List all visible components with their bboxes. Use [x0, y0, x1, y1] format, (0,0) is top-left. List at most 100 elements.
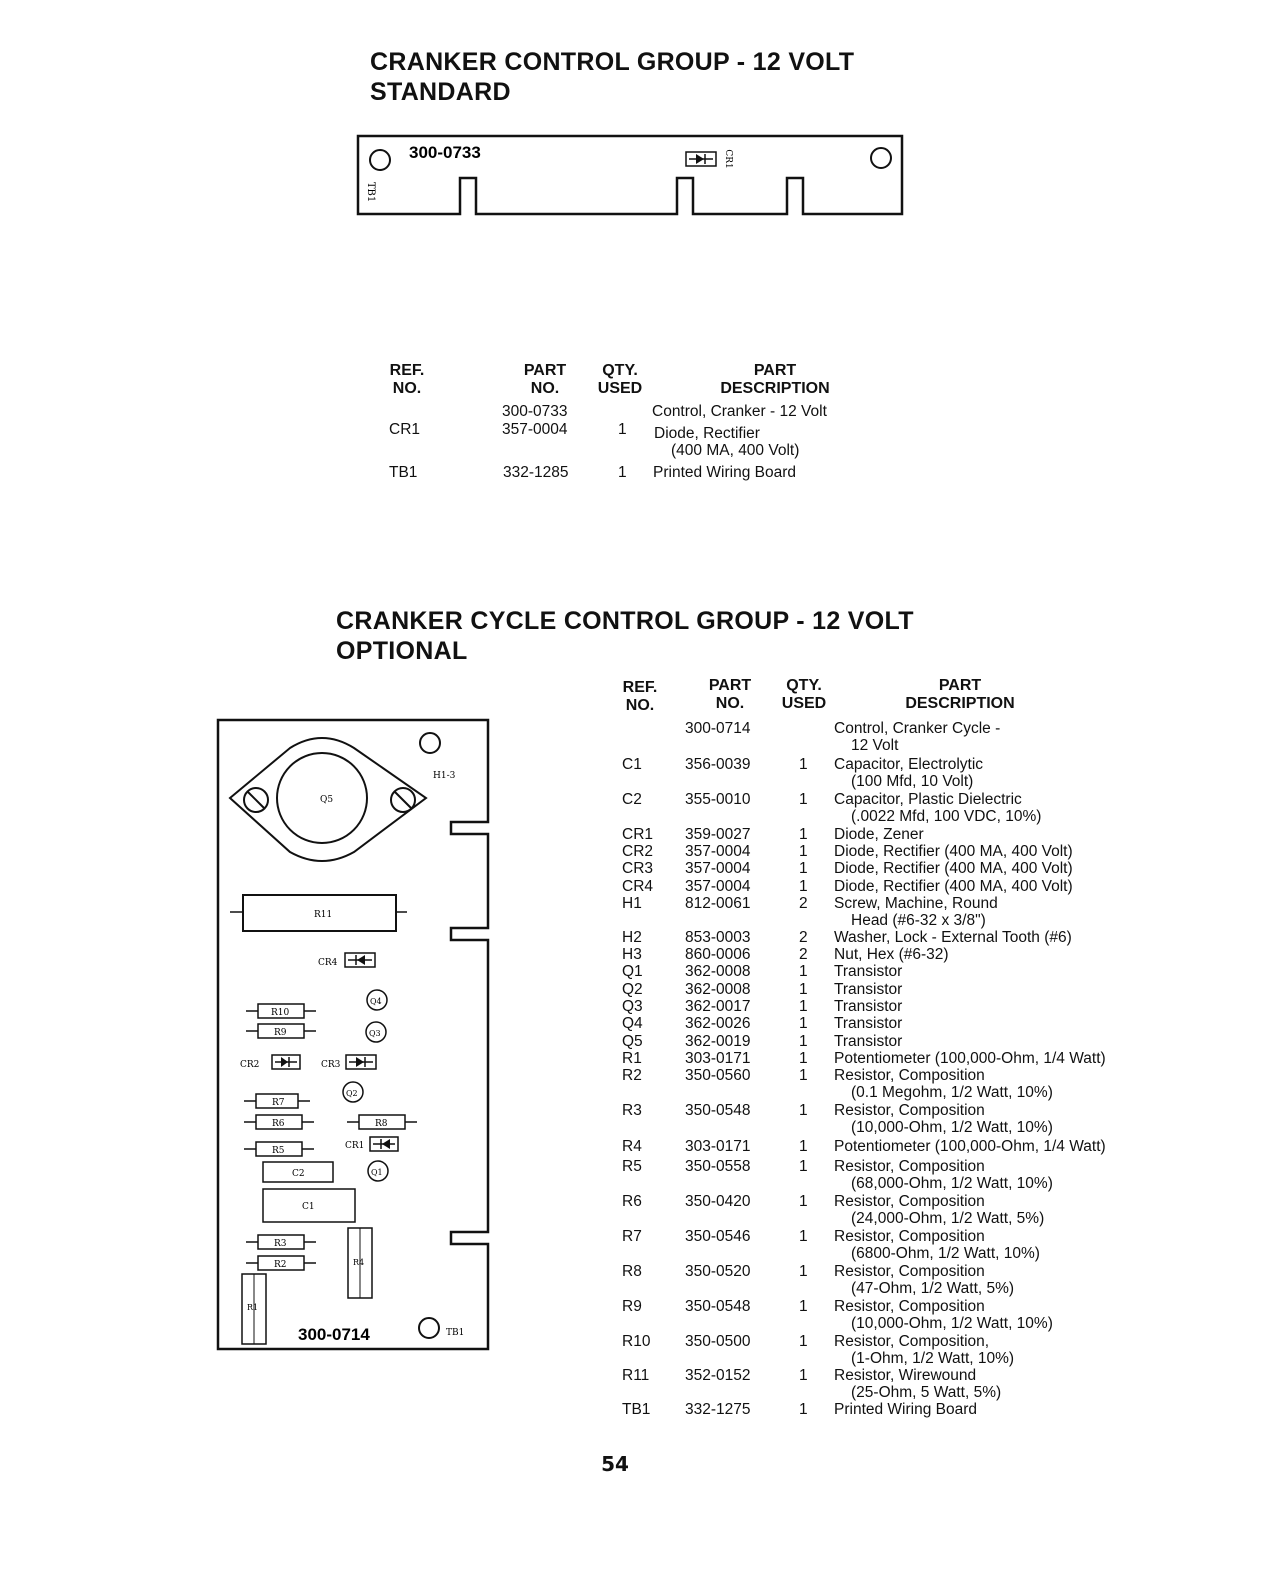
- board-diagram-300-0733: 300-0733 TB1 CR1: [356, 134, 904, 216]
- s2-desc: Resistor, Composition(6800-Ohm, 1/2 Watt…: [834, 1228, 1040, 1262]
- s2-ref: CR4: [622, 878, 654, 895]
- s2-desc: Resistor, Composition(0.1 Megohm, 1/2 Wa…: [834, 1067, 1053, 1101]
- s1-desc: Diode, Rectifier(400 MA, 400 Volt): [654, 425, 800, 459]
- s2-part: 303-0171: [685, 1050, 751, 1067]
- label-q1: Q1: [371, 1168, 383, 1177]
- diode-cr2: [271, 1054, 301, 1070]
- s2-qty: 1: [799, 1263, 808, 1280]
- s2-desc: Potentiometer (100,000-Ohm, 1/4 Watt): [834, 1050, 1106, 1067]
- s1-part: 332-1285: [503, 464, 569, 481]
- s2-part: 357-0004: [685, 843, 751, 860]
- s2-part: 357-0004: [685, 878, 751, 895]
- s1-ref: CR1: [389, 421, 421, 438]
- s2-part: 332-1275: [685, 1401, 751, 1418]
- s2-ref: H2: [622, 929, 642, 946]
- diode-cr1-symbol: [685, 151, 717, 167]
- mounting-hole-right: [870, 147, 892, 169]
- board-diagram-300-0714: H1-3 Q5 R11 CR4 R10 R9 Q4 Q3 CR2 CR3: [216, 718, 490, 1351]
- s1-part: 300-0733: [502, 403, 568, 420]
- mounting-hole-top: [419, 732, 441, 754]
- s2-desc: Capacitor, Electrolytic(100 Mfd, 10 Volt…: [834, 756, 984, 790]
- s2-part: 350-0548: [685, 1102, 751, 1119]
- label-r4: R4: [353, 1258, 364, 1267]
- s2-part: 350-0500: [685, 1333, 751, 1350]
- s2-qty: 2: [799, 929, 808, 946]
- s2-part: 362-0026: [685, 1015, 751, 1032]
- s2-part: 359-0027: [685, 826, 751, 843]
- label-cr4: CR4: [318, 958, 338, 968]
- s2-part: 356-0039: [685, 756, 751, 773]
- s2-part: 357-0004: [685, 860, 751, 877]
- s2-desc: Transistor: [834, 1033, 903, 1050]
- s2-qty: 1: [799, 1033, 808, 1050]
- s2-qty: 1: [799, 1298, 808, 1315]
- diode-cr3: [345, 1054, 377, 1070]
- s1-ref: TB1: [389, 464, 418, 481]
- s2-ref: R9: [622, 1298, 642, 1315]
- s2-qty: 1: [799, 791, 808, 808]
- s2-qty: 1: [799, 998, 808, 1015]
- s2-desc: Potentiometer (100,000-Ohm, 1/4 Watt): [834, 1138, 1106, 1155]
- diode-cr1: [369, 1136, 399, 1152]
- s1-desc: Printed Wiring Board: [653, 464, 797, 481]
- s2-qty: 1: [799, 878, 808, 895]
- s2-desc: Resistor, Composition(47-Ohm, 1/2 Watt, …: [834, 1263, 1015, 1297]
- s2-ref: CR2: [622, 843, 654, 860]
- s2-part: 350-0548: [685, 1298, 751, 1315]
- s2-qty: 1: [799, 981, 808, 998]
- s2-ref: CR3: [622, 860, 654, 877]
- s2-part: 362-0017: [685, 998, 751, 1015]
- s2-part: 812-0061: [685, 895, 751, 912]
- s2-ref: TB1: [622, 1401, 651, 1418]
- s2-ref: Q1: [622, 963, 643, 980]
- s2-ref: Q5: [622, 1033, 643, 1050]
- label-r11: R11: [314, 910, 332, 920]
- capacitor-c2: [262, 1161, 334, 1183]
- label-r2: R2: [274, 1260, 287, 1270]
- section1-title-line2: STANDARD: [370, 78, 511, 106]
- section2-title-line2: OPTIONAL: [336, 637, 468, 665]
- s2-ref: H1: [622, 895, 642, 912]
- capacitor-c1: [262, 1188, 356, 1223]
- s1-part: 357-0004: [502, 421, 568, 438]
- s1-desc: Control, Cranker - 12 Volt: [652, 403, 827, 420]
- label-q3: Q3: [369, 1029, 381, 1038]
- label-r1: R1: [247, 1303, 258, 1312]
- label-cr2: CR2: [240, 1060, 259, 1070]
- s2-ref: R5: [622, 1158, 642, 1175]
- s2-header-ref: REF.NO.: [622, 679, 658, 714]
- s2-desc: Transistor: [834, 998, 903, 1015]
- diode-cr1-label: CR1: [723, 149, 733, 168]
- label-tb1: TB1: [446, 1328, 464, 1338]
- s1-header-ref: REF.NO.: [389, 362, 425, 397]
- s2-part: 350-0558: [685, 1158, 751, 1175]
- s2-desc: Capacitor, Plastic Dielectric(.0022 Mfd,…: [834, 791, 1042, 825]
- label-c2: C2: [292, 1169, 305, 1179]
- s2-ref: R10: [622, 1333, 651, 1350]
- s2-qty: 1: [799, 1067, 808, 1084]
- label-r6: R6: [272, 1119, 285, 1129]
- label-cr1: CR1: [345, 1141, 364, 1151]
- s2-ref: R8: [622, 1263, 642, 1280]
- mounting-hole-bottom: [418, 1317, 440, 1339]
- s2-desc: Printed Wiring Board: [834, 1401, 978, 1418]
- s2-part: 303-0171: [685, 1138, 751, 1155]
- s2-qty: 1: [799, 843, 808, 860]
- s2-ref: Q2: [622, 981, 643, 998]
- s2-qty: 1: [799, 1193, 808, 1210]
- s2-ref: Q3: [622, 998, 643, 1015]
- s1-qty: 1: [618, 421, 627, 438]
- s2-part: 352-0152: [685, 1367, 751, 1384]
- board-part-label-300-0714: 300-0714: [298, 1325, 370, 1344]
- s2-desc: Resistor, Wirewound(25-Ohm, 5 Watt, 5%): [834, 1367, 1002, 1401]
- label-r3: R3: [274, 1239, 287, 1249]
- board-part-label: 300-0733: [409, 143, 481, 162]
- s1-header-qty: QTY.USED: [597, 362, 643, 397]
- s2-ref: C2: [622, 791, 642, 808]
- label-r8: R8: [375, 1119, 388, 1129]
- s2-desc: Diode, Rectifier (400 MA, 400 Volt): [834, 878, 1073, 895]
- s2-part: 860-0006: [685, 946, 751, 963]
